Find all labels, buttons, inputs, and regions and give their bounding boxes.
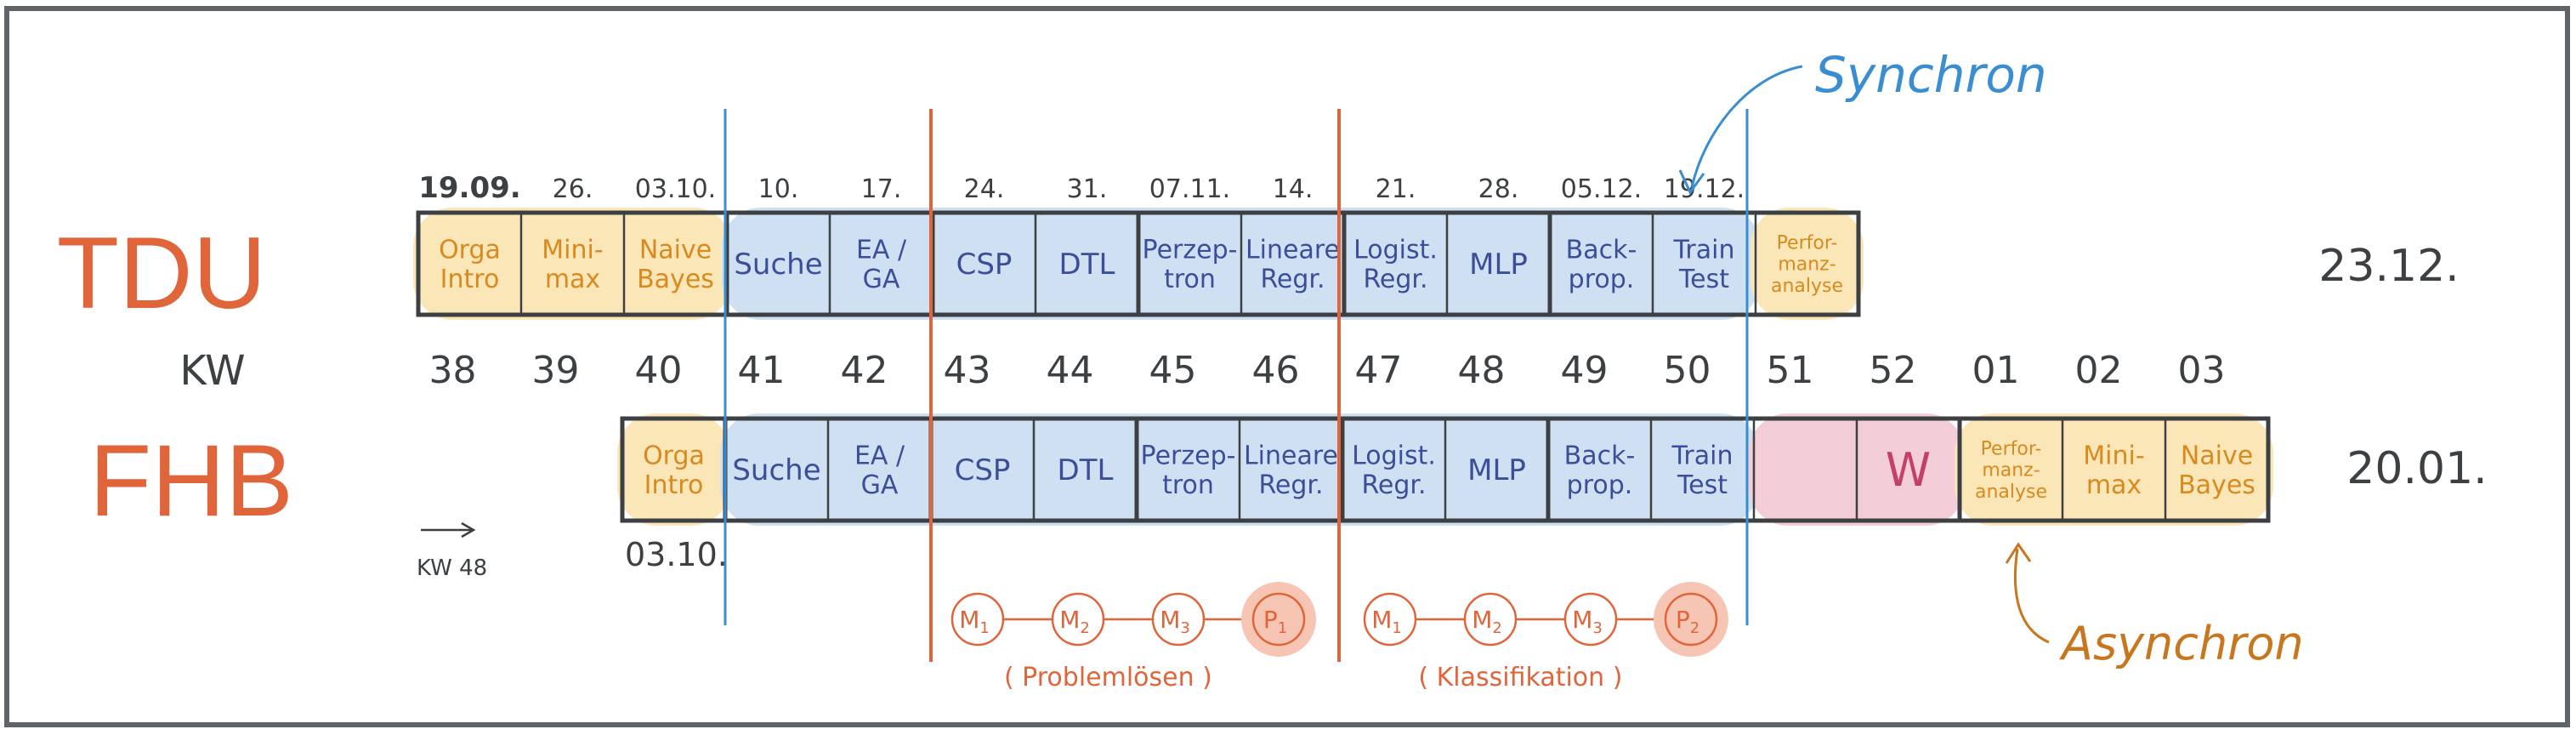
fhb-end-date: 20.01. xyxy=(2346,443,2487,494)
milestone-caption-1: ( Klassifikation ) xyxy=(1418,663,1622,692)
fhb-cell-14: Mini-max xyxy=(2083,441,2144,500)
kw-50: 50 xyxy=(1664,349,1711,392)
tdu-end-date: 23.12. xyxy=(2318,241,2459,292)
milestone-label-1-0: M1 xyxy=(1371,606,1402,637)
kw-46: 46 xyxy=(1252,349,1300,392)
milestone-node-1-1 xyxy=(1463,592,1518,647)
kw-03: 03 xyxy=(2178,349,2226,392)
milestone-node-0-2 xyxy=(1151,592,1206,647)
tdu-date-8: 14. xyxy=(1273,174,1314,204)
fhb-cell-2: EA /GA xyxy=(854,441,905,500)
kw-44: 44 xyxy=(1047,349,1094,392)
fhb-cell-12: W xyxy=(1886,443,1931,497)
row-label-fhb: FHB xyxy=(89,424,293,538)
fhb-cell-9: Back-prop. xyxy=(1564,441,1636,500)
kw-39: 39 xyxy=(532,349,580,392)
tdu-cell-5: CSP xyxy=(956,248,1013,282)
tdu-date-4: 17. xyxy=(861,174,902,204)
fhb-start-date: 03.10. xyxy=(625,536,728,573)
tdu-date-0: 19.09. xyxy=(418,171,520,205)
tdu-cell-9: Logist.Regr. xyxy=(1353,235,1438,294)
tdu-date-1: 26. xyxy=(553,174,593,204)
kw-52: 52 xyxy=(1870,349,1917,392)
tdu-cell-4: EA /GA xyxy=(856,235,907,294)
kw-45: 45 xyxy=(1149,349,1197,392)
fhb-cell-13: Perfor-manz-analyse xyxy=(1975,438,2047,503)
kw-41: 41 xyxy=(738,349,786,392)
kw-47: 47 xyxy=(1355,349,1403,392)
kw-49: 49 xyxy=(1561,349,1609,392)
kw48-arrow xyxy=(421,521,476,538)
tdu-cell-11: Back-prop. xyxy=(1566,235,1637,294)
fhb-cell-1: Suche xyxy=(732,453,820,487)
synchron-arrow xyxy=(1678,65,1803,195)
milestone-node-1-2 xyxy=(1563,592,1618,647)
kw-01: 01 xyxy=(1972,349,2020,392)
tdu-cell-10: MLP xyxy=(1469,248,1528,282)
milestone-node-1-3 xyxy=(1664,592,1718,647)
row-label-tdu: TDU xyxy=(57,216,267,330)
outer-frame xyxy=(4,6,2570,727)
milestone-node-0-3 xyxy=(1251,592,1306,647)
tdu-date-2: 03.10. xyxy=(635,174,716,204)
tdu-fill-0 xyxy=(413,208,732,320)
tdu-date-9: 21. xyxy=(1376,174,1416,204)
tdu-date-11: 05.12. xyxy=(1561,174,1642,204)
asynchron-label: Asynchron xyxy=(2059,617,2304,670)
tdu-cell-3: Suche xyxy=(734,248,822,282)
fhb-cell-3: CSP xyxy=(955,453,1011,487)
tdu-grid xyxy=(416,210,1861,317)
kw-40: 40 xyxy=(635,349,683,392)
kw-label: KW xyxy=(179,347,245,395)
tdu-dates: 19.09. 26. 03.10. 10. 17. 24. 31. 07.11. 14. 21. 2… xyxy=(418,171,1745,205)
fhb-fill-0 xyxy=(617,413,730,526)
tdu-cell-1: Mini-max xyxy=(542,235,603,294)
tdu-date-6: 31. xyxy=(1067,174,1108,204)
kw-51: 51 xyxy=(1767,349,1814,392)
kw-38: 38 xyxy=(429,349,477,392)
tdu-date-10: 28. xyxy=(1478,174,1519,204)
milestone-node-1-0 xyxy=(1363,592,1417,647)
kw-02: 02 xyxy=(2075,349,2123,392)
tdu-cell-13: Perfor-manz-analyse xyxy=(1771,232,1843,297)
synchron-label: Synchron xyxy=(1815,46,2047,104)
kw-48: 48 xyxy=(1458,349,1506,392)
asynchron-arrow xyxy=(2005,542,2050,644)
milestone-caption-0: ( Problemlösen ) xyxy=(1004,663,1212,692)
kw-numbers: 38 39 40 41 42 43 44 45 46 47 48 49 50 51 52 01 02 03 xyxy=(429,349,2226,392)
milestone-node-0-1 xyxy=(1051,592,1105,647)
milestone-node-0-0 xyxy=(950,592,1005,647)
tdu-date-5: 24. xyxy=(964,174,1005,204)
fhb-fill-13 xyxy=(1955,413,2273,526)
fhb-cell-8: MLP xyxy=(1467,453,1526,487)
kw-43: 43 xyxy=(944,349,991,392)
tdu-cell-6: DTL xyxy=(1059,248,1115,282)
fhb-cell-7: Logist.Regr. xyxy=(1352,441,1436,500)
tdu-date-3: 10. xyxy=(758,174,799,204)
tdu-fill-13 xyxy=(1750,208,1864,320)
kw-42: 42 xyxy=(841,349,888,392)
tdu-date-7: 07.11. xyxy=(1149,174,1230,204)
tdu-cell-7: Perzep-tron xyxy=(1143,235,1238,294)
tdu-date-12: 19.12. xyxy=(1664,174,1745,204)
fhb-cell-4: DTL xyxy=(1058,453,1114,487)
kw48-note: KW 48 xyxy=(417,556,487,581)
fhb-cell-5: Perzep-tron xyxy=(1141,441,1236,500)
